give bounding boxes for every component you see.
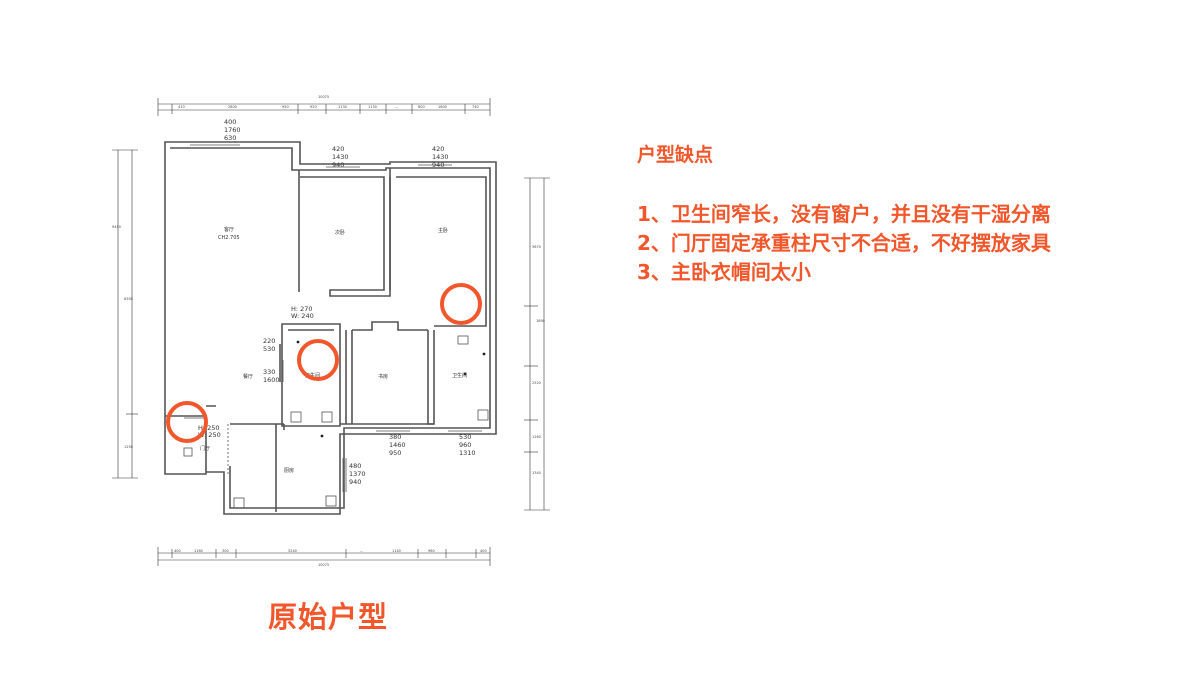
- defect-item: 2、门厅固定承重柱尺寸不合适，不好摆放家具: [637, 231, 1051, 255]
- svg-text:630: 630: [224, 134, 236, 142]
- svg-text:3240: 3240: [288, 549, 297, 553]
- svg-text:960: 960: [428, 549, 435, 553]
- svg-text:W: 250: W: 250: [198, 431, 221, 439]
- room-label-living-ch: CH2.705: [218, 235, 240, 241]
- plan-title: 原始户型: [268, 600, 389, 634]
- defects-panel: 户型缺点 1、卫生间窄长，没有窗户，并且没有干湿分离 2、门厅固定承重柱尺寸不合…: [637, 140, 1107, 287]
- svg-text:1140: 1140: [392, 549, 401, 553]
- left-dimension-chain: [112, 149, 138, 479]
- svg-text:...: ...: [395, 105, 398, 109]
- svg-text:1260: 1260: [532, 435, 541, 439]
- svg-text:1370: 1370: [349, 470, 366, 478]
- svg-text:...: ...: [360, 549, 363, 553]
- room-label-foyer: 门厅: [200, 445, 210, 452]
- room-label-kitchen: 厨房: [284, 467, 294, 474]
- right-dimension-chain: [524, 177, 550, 511]
- svg-text:940: 940: [349, 478, 361, 486]
- svg-text:740: 740: [472, 105, 479, 109]
- svg-text:480: 480: [349, 462, 361, 470]
- problem-markers: [166, 283, 482, 443]
- svg-text:2800: 2800: [228, 105, 237, 109]
- room-label-bathroom-2: 卫生间: [452, 372, 467, 379]
- svg-text:1430: 1430: [332, 153, 349, 161]
- svg-text:1760: 1760: [224, 126, 241, 134]
- svg-text:H: 250: H: 250: [198, 424, 220, 432]
- svg-text:10075: 10075: [318, 563, 329, 567]
- room-label-second-bedroom: 次卧: [335, 229, 345, 236]
- bottom-dimension-chain: [157, 547, 491, 566]
- dimension-numbers: 410 2800 950 920 1130 1130 ... 800 1600 …: [112, 95, 545, 567]
- room-label-master-bedroom: 主卧: [438, 227, 448, 234]
- windows: [190, 141, 482, 492]
- svg-text:940: 940: [432, 161, 444, 169]
- defect-item: 3、主卧衣帽间太小: [637, 260, 811, 284]
- svg-text:420: 420: [432, 145, 444, 153]
- svg-text:940: 940: [332, 161, 344, 169]
- defect-item: 1、卫生间窄长，没有窗户，并且没有干湿分离: [637, 202, 1051, 226]
- svg-text:530: 530: [263, 345, 275, 353]
- svg-text:1340: 1340: [532, 471, 541, 475]
- svg-text:950: 950: [282, 105, 289, 109]
- window-dimension-labels: 400 1760 630 420 1430 940 420 1430 940 2…: [224, 118, 476, 486]
- svg-text:1160: 1160: [194, 549, 203, 553]
- svg-text:960: 960: [459, 441, 471, 449]
- fixture-dots: [296, 340, 486, 438]
- svg-text:9450: 9450: [112, 225, 121, 229]
- svg-text:920: 920: [310, 105, 317, 109]
- svg-text:380: 380: [389, 433, 401, 441]
- svg-text:800: 800: [418, 105, 425, 109]
- room-labels: 客厅 CH2.705 次卧 主卧 卫生间 餐厅 书房 卫生间 门厅 厨房: [200, 226, 467, 474]
- marker-foyer-column: [166, 401, 208, 443]
- svg-text:530: 530: [459, 433, 471, 441]
- svg-text:400: 400: [480, 549, 487, 553]
- room-label-dining: 餐厅: [243, 373, 253, 380]
- svg-text:8350: 8350: [124, 297, 133, 301]
- walls: [164, 141, 497, 515]
- top-dimension-chain: [157, 98, 491, 116]
- svg-text:330: 330: [263, 368, 275, 376]
- svg-text:1600: 1600: [438, 105, 447, 109]
- svg-text:220: 220: [263, 337, 275, 345]
- svg-text:410: 410: [178, 105, 185, 109]
- marker-master-closet: [440, 283, 482, 325]
- svg-text:1430: 1430: [432, 153, 449, 161]
- svg-text:300: 300: [222, 549, 229, 553]
- fixtures: [183, 335, 489, 509]
- room-label-bathroom-1: 卫生间: [305, 372, 320, 379]
- svg-text:1130: 1130: [338, 105, 347, 109]
- defects-heading: 户型缺点: [637, 144, 714, 166]
- svg-text:1890: 1890: [536, 319, 545, 323]
- svg-text:400: 400: [224, 118, 236, 126]
- svg-text:950: 950: [389, 449, 401, 457]
- svg-text:420: 420: [332, 145, 344, 153]
- door-labels: H: 270 W: 240 H: 250 W: 250: [198, 305, 314, 439]
- svg-text:400: 400: [174, 549, 181, 553]
- svg-text:1600: 1600: [263, 376, 280, 384]
- svg-text:1310: 1310: [459, 449, 476, 457]
- svg-text:H: 270: H: 270: [291, 305, 313, 313]
- marker-bathroom: [297, 339, 339, 381]
- room-label-study: 书房: [378, 373, 388, 380]
- svg-text:10075: 10075: [318, 95, 329, 99]
- svg-text:1250: 1250: [124, 445, 133, 449]
- svg-text:1460: 1460: [389, 441, 406, 449]
- svg-text:W: 240: W: 240: [291, 312, 314, 320]
- svg-text:3670: 3670: [532, 245, 541, 249]
- svg-text:1130: 1130: [368, 105, 377, 109]
- room-label-living: 客厅: [224, 226, 234, 233]
- svg-text:2520: 2520: [532, 381, 541, 385]
